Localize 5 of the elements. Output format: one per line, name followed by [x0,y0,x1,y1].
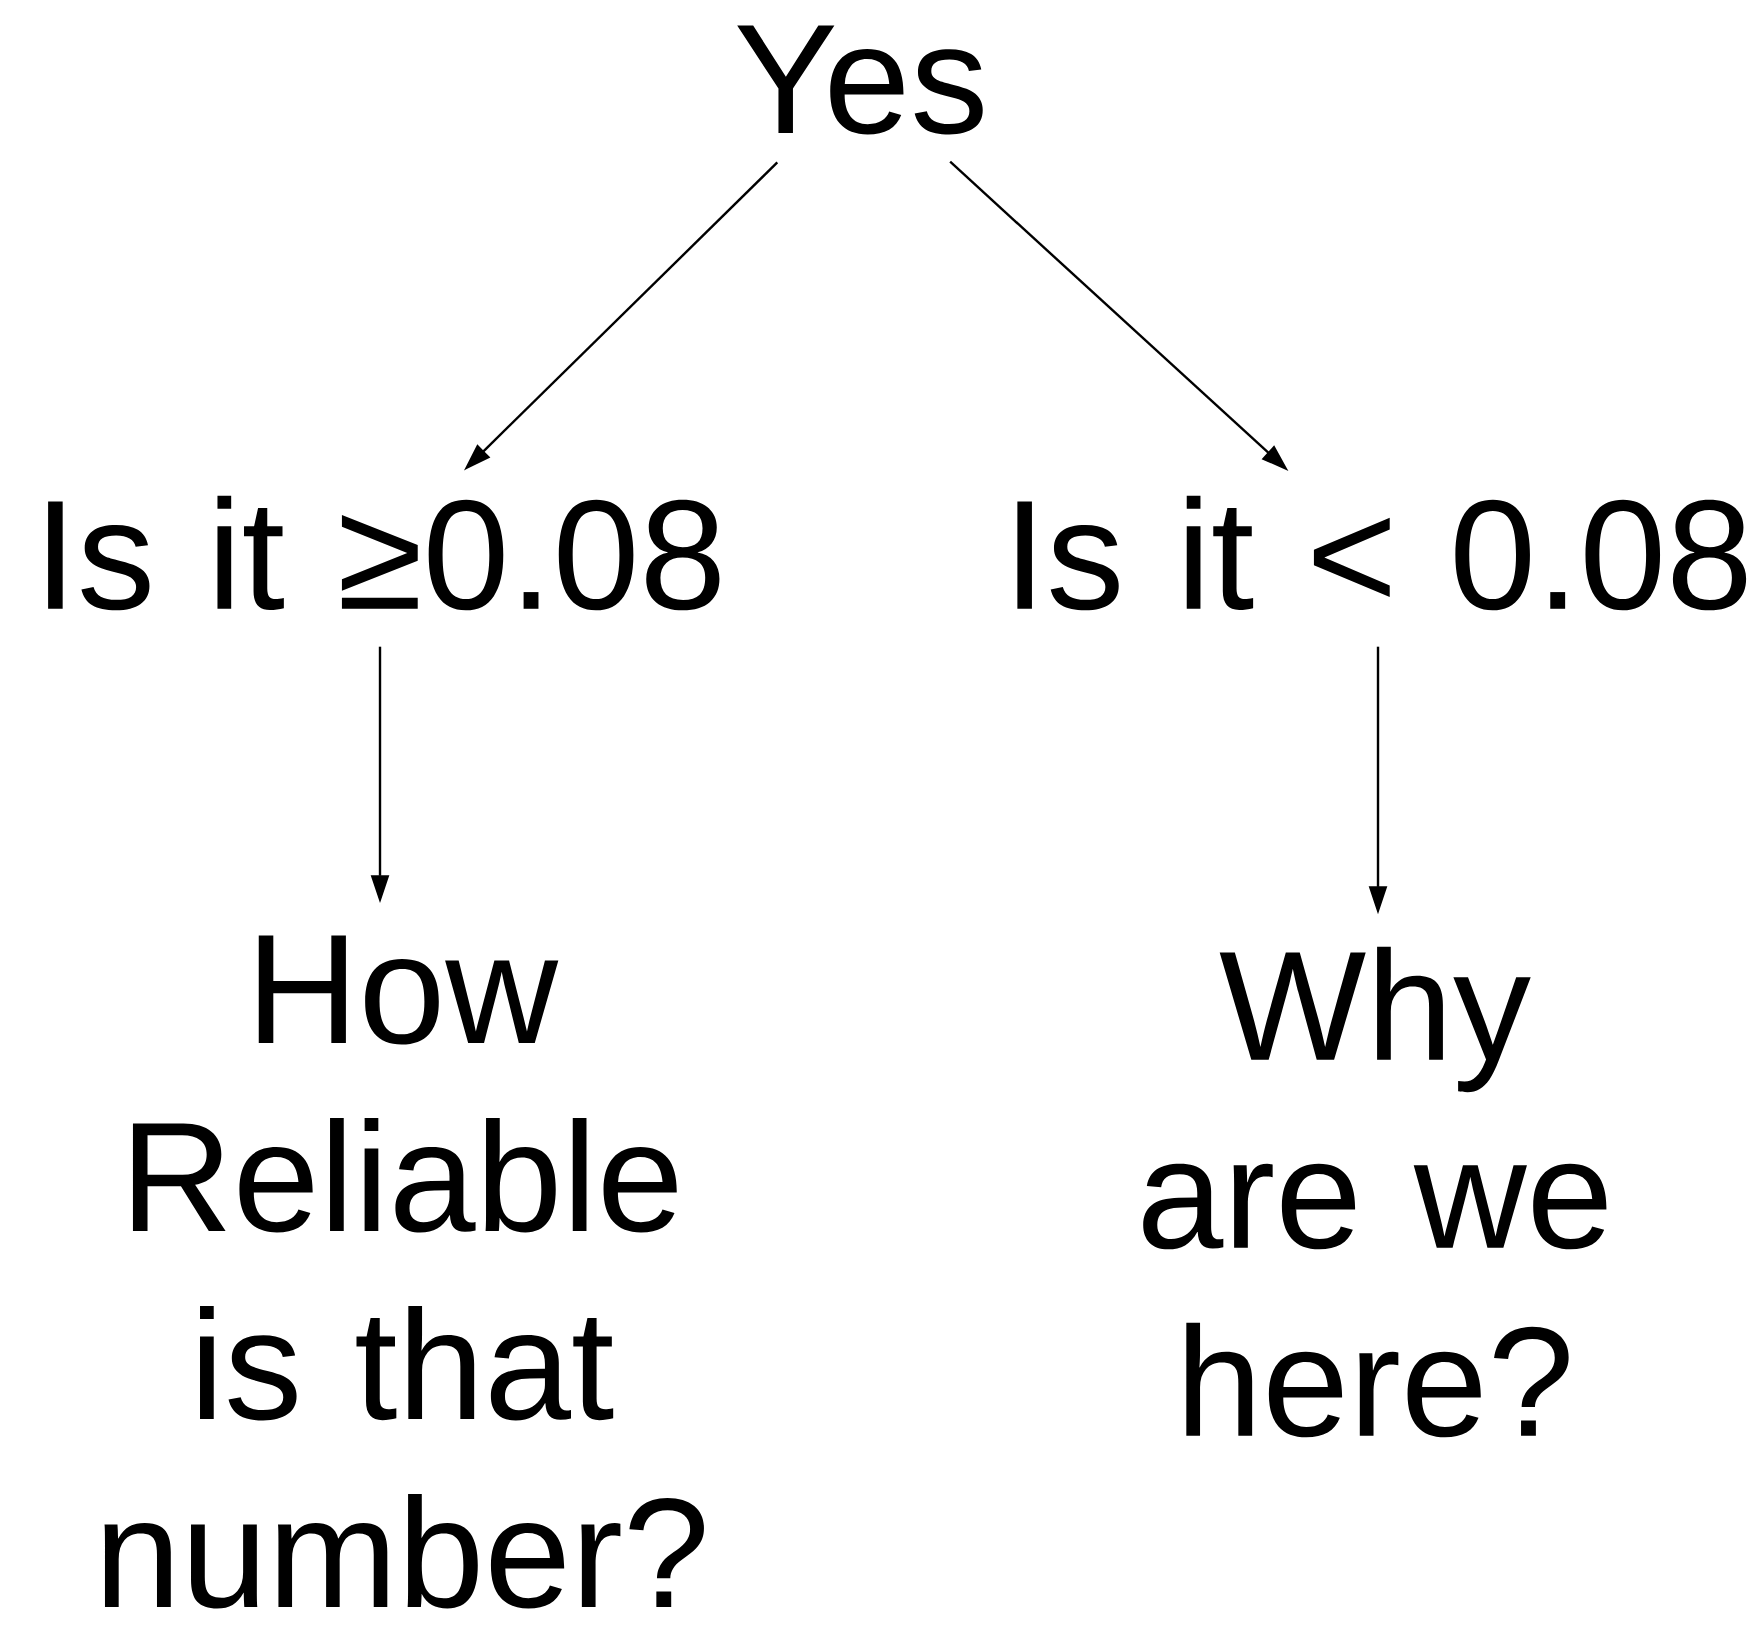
question-text: Yes [737,25,983,135]
question-text: Is it < 0.08 [1017,495,1747,611]
question-text: Is it ≥0.08 [48,495,720,611]
question-text: How Reliable is that number? [104,935,704,1609]
question-text: Why are we here? [1143,946,1607,1438]
